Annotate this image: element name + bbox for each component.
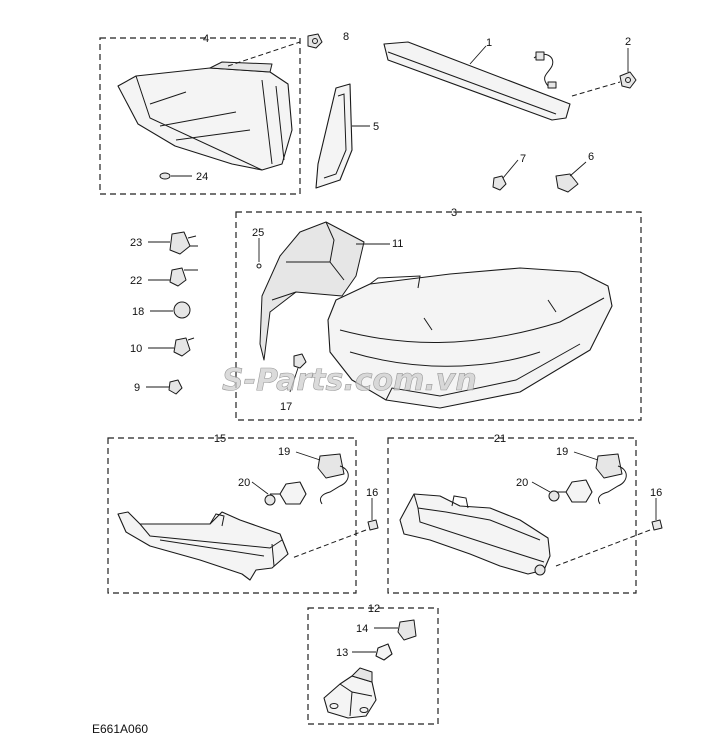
callout-9: 9	[134, 382, 140, 394]
callout-21: 21	[494, 433, 506, 445]
callout-3: 3	[451, 207, 457, 219]
callout-4: 4	[203, 33, 209, 45]
group-15-left-reflector: 15 19 20 16	[107, 433, 379, 594]
callout-24: 24	[196, 171, 208, 183]
callout-23: 23	[130, 237, 142, 249]
callout-15: 15	[214, 433, 226, 445]
callout-20-right: 20	[516, 477, 528, 489]
callout-10: 10	[130, 343, 142, 355]
callout-1: 1	[486, 37, 492, 49]
watermark: S-Parts.com.vn	[222, 363, 477, 398]
screw-2: 2	[619, 36, 637, 89]
reflector-lamp-21	[399, 493, 551, 575]
callout-2: 2	[625, 36, 631, 48]
screw-16-left	[367, 519, 379, 531]
callout-16-right: 16	[650, 487, 662, 499]
nut-17	[293, 353, 307, 369]
nut-9	[168, 379, 183, 395]
bulb-holder-14	[397, 619, 417, 641]
callout-5: 5	[373, 121, 379, 133]
bulb-20-left	[279, 481, 307, 505]
group-12-licence-lamp: 12 14 13	[307, 603, 439, 725]
group-3-box	[235, 211, 642, 421]
grommet-10	[173, 337, 191, 357]
callout-22: 22	[130, 275, 142, 287]
bulb-13	[375, 643, 393, 661]
diagram-code: E661A060	[92, 722, 148, 736]
nut-8: 8	[307, 31, 349, 49]
group-4-box	[99, 37, 301, 195]
screw-16-right	[651, 519, 663, 531]
group-15-box	[107, 437, 357, 594]
socket-harness-19-right	[595, 453, 623, 479]
callout-16-left: 16	[366, 487, 378, 499]
group-3-tail-lamp-assembly: 3 11 25 17	[235, 207, 642, 421]
bulb-holder-23	[169, 231, 191, 255]
group-4-inner-tail-lamp: 4 24	[99, 33, 301, 195]
bulb-20-right	[565, 479, 593, 503]
group-12-box	[307, 607, 439, 725]
callout-14: 14	[356, 623, 368, 635]
reflector-lamp-15	[117, 511, 289, 581]
clip-7: 7	[492, 153, 526, 191]
callout-13: 13	[336, 647, 348, 659]
callout-25: 25	[252, 227, 264, 239]
clip-24	[159, 172, 171, 180]
inner-tail-lamp	[117, 67, 293, 171]
callout-12: 12	[368, 603, 380, 615]
small-parts-column: 23 22 18 10 9	[130, 231, 198, 395]
group-21-box	[387, 437, 637, 594]
high-mount-stop-lamp-1: 1	[383, 37, 621, 121]
callout-18: 18	[132, 306, 144, 318]
socket-harness-19	[317, 453, 345, 479]
callout-17: 17	[280, 401, 292, 413]
cap-18	[173, 301, 191, 319]
tail-lamp-lens	[327, 267, 613, 409]
gasket-5: 5	[315, 83, 379, 189]
callout-19-left: 19	[278, 446, 290, 458]
callout-11: 11	[392, 238, 403, 250]
callout-19-right: 19	[556, 446, 568, 458]
callout-7: 7	[520, 153, 526, 165]
group-21-right-reflector: 21 19 20 16	[387, 433, 663, 594]
callout-6: 6	[588, 151, 594, 163]
clip-6: 6	[555, 151, 594, 193]
bulb-22	[169, 267, 187, 287]
callout-8: 8	[343, 31, 349, 43]
callout-20-left: 20	[238, 477, 250, 489]
lamp-housing-11	[259, 221, 365, 361]
